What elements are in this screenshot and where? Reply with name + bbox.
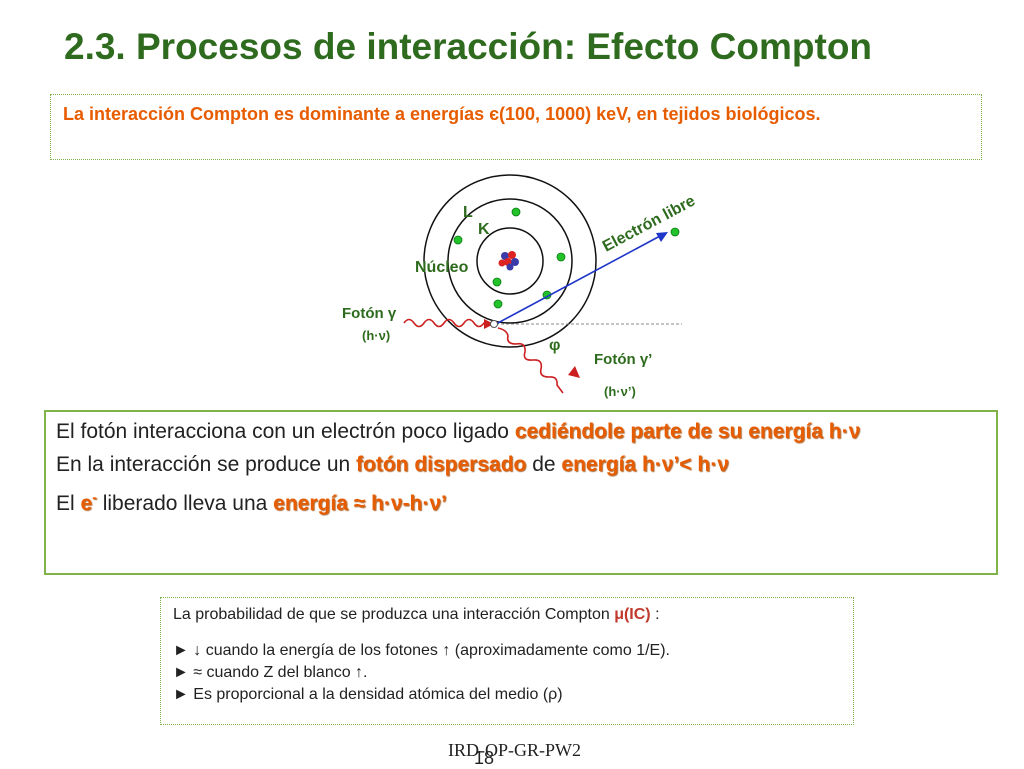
text: En la interacción se produce un [56, 453, 357, 476]
label-K: K [478, 221, 490, 238]
footer-code: IRD-OP-GR-PW2 [448, 740, 581, 760]
text: El fotón interacciona con un electrón po… [56, 420, 515, 443]
label-angle: φ [549, 337, 560, 354]
electron-arrowhead [656, 232, 668, 242]
intro-text: La interacción Compton es dominante a en… [63, 104, 821, 124]
text: : [650, 606, 660, 623]
intro-box: La interacción Compton es dominante a en… [50, 94, 982, 160]
slide-title: 2.3. Procesos de interacción: Efecto Com… [64, 26, 873, 67]
highlight: fotón dispersado [356, 453, 527, 476]
electron-dot [453, 235, 463, 245]
main-line-2: En la interacción se produce un fotón di… [56, 451, 986, 478]
incoming-photon-wave [403, 318, 492, 328]
outgoing-photon-wave [497, 327, 564, 394]
electron-dot [556, 252, 566, 262]
highlight: e [80, 492, 93, 515]
text: La probabilidad de que se produzca una i… [173, 606, 615, 623]
highlight: energía ≈ h·ν-h·ν’ [273, 492, 447, 515]
incoming-photon-arrowhead [484, 319, 494, 329]
nucleus-icon [498, 251, 519, 271]
text: de [526, 453, 562, 476]
main-explanation-box: El fotón interacciona con un electrón po… [44, 410, 998, 575]
label-photon-in-energy: (h·ν) [362, 328, 390, 343]
main-line-3: El e- liberado lleva una energía ≈ h·ν-h… [56, 484, 986, 517]
electron-dot [492, 277, 502, 287]
text: liberado lleva una [96, 492, 274, 515]
highlight: cediéndole parte de su energía h·ν [514, 420, 861, 443]
label-L: L [463, 204, 473, 221]
prob-bullet-1: ► ↓ cuando la energía de los fotones ↑ (… [173, 642, 670, 659]
superscript: - [92, 489, 97, 505]
atom-outer-shell [423, 174, 597, 348]
prob-bullet-3: ► Es proporcional a la densidad atómica … [173, 686, 563, 703]
prob-line-1: La probabilidad de que se produzca una i… [173, 604, 841, 626]
label-nucleus: Núcleo [415, 259, 469, 276]
label-photon-in: Fotón γ [342, 305, 397, 322]
label-electron: Electrón libre [600, 192, 698, 255]
label-photon-out: Fotón γ’ [594, 351, 652, 368]
electrons [453, 207, 680, 309]
highlight: energía h·ν’< h·ν [561, 453, 729, 476]
atom-shell-L [447, 198, 573, 324]
label-photon-out-energy: (h·ν’) [604, 384, 636, 399]
outgoing-photon-arrowhead [568, 366, 580, 378]
text: El [56, 492, 81, 515]
interaction-point [490, 320, 498, 328]
electron-dot [493, 299, 503, 309]
probability-box: La probabilidad de que se produzca una i… [160, 597, 854, 725]
electron-path-arrow [495, 235, 661, 325]
atom-shell-K [476, 227, 544, 295]
page-number: 18 [474, 748, 495, 768]
electron-dot [670, 227, 680, 237]
main-line-1: El fotón interacciona con un electrón po… [56, 418, 986, 445]
highlight: μ(IC) [614, 606, 651, 623]
prob-bullet-2: ► ≈ cuando Z del blanco ↑. [173, 664, 368, 681]
electron-dot [511, 207, 521, 217]
